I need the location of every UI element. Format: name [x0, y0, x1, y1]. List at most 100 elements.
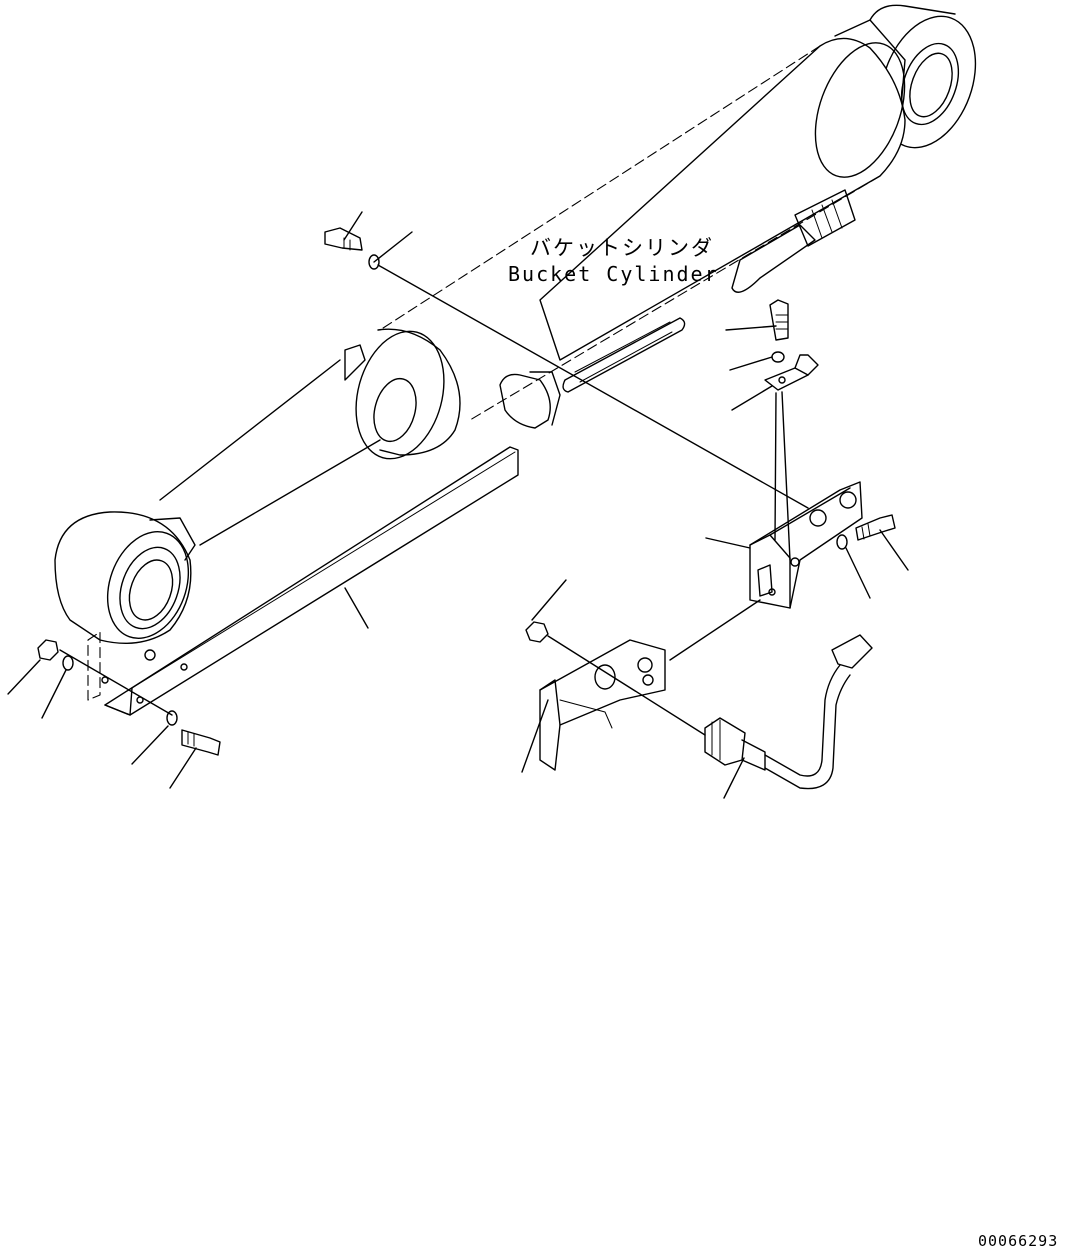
rod-top-edge: [159, 359, 341, 501]
assembly-line: [774, 392, 777, 541]
slot-detail: [574, 321, 671, 373]
leader-line: [723, 757, 745, 799]
bracket-hole: [768, 588, 776, 596]
bracket-nut: [839, 491, 857, 509]
clip-assembly: [764, 299, 819, 391]
sensor-body: [704, 717, 746, 766]
leader-line: [521, 699, 549, 773]
rod-eye: [54, 511, 196, 701]
sensor-tail: [741, 739, 766, 771]
bolt-thread: [861, 526, 865, 540]
sensor-cable: [764, 664, 841, 777]
bracket-slot: [757, 564, 773, 597]
leader-line: [845, 547, 871, 599]
leader-line: [343, 211, 363, 241]
rod-eye-bushing: [128, 559, 174, 621]
leader-line: [7, 659, 41, 695]
leader-line: [879, 529, 909, 571]
elbow-fitting: [499, 373, 551, 429]
clamp-hole: [642, 674, 654, 686]
bracket-hole: [790, 557, 800, 567]
tube-slot: [562, 317, 686, 393]
leader-line: [373, 231, 413, 263]
leader-lines: [7, 211, 909, 799]
guard-plate-fold: [131, 451, 516, 689]
right-fasteners: [836, 514, 896, 550]
guard-plate: [101, 446, 519, 716]
leader-line: [731, 385, 773, 411]
sensor-bracket-edge: [769, 487, 851, 536]
plate-hole: [180, 663, 188, 671]
guard-plate-edge: [104, 687, 133, 716]
clamp-hole: [594, 664, 616, 690]
left-fasteners: [37, 639, 221, 756]
plate-hole: [101, 676, 109, 684]
bolt: [855, 514, 896, 541]
clamp-nut: [637, 657, 653, 673]
sensor-bracket-body: [749, 481, 863, 609]
part-label-japanese: バケットシリンダ: [530, 236, 714, 260]
washer: [368, 254, 380, 270]
sensor-cable-edge: [764, 674, 851, 790]
part-label-english: Bucket Cylinder: [508, 262, 719, 286]
head-eye-bore: [900, 42, 960, 126]
clamp-bracket-fold: [539, 679, 561, 726]
fitting-detail: [821, 204, 833, 233]
elbow-nut: [529, 371, 561, 426]
bracket-nut: [809, 509, 827, 527]
clip-hole: [778, 376, 786, 384]
assembly-line: [59, 649, 173, 716]
leader-line: [169, 747, 197, 789]
washer: [166, 710, 178, 726]
washer: [836, 534, 848, 550]
fitting-detail: [831, 199, 843, 229]
head-eye-bushing: [909, 52, 953, 118]
nut: [37, 639, 59, 661]
top-fasteners: [324, 227, 380, 270]
clamp-bracket: [525, 621, 666, 771]
head-block: [834, 19, 906, 121]
leader-line: [705, 537, 751, 549]
gland-notch: [344, 344, 366, 381]
cylinder-rod: [159, 328, 561, 546]
bolt: [181, 729, 221, 756]
assembly-line: [377, 264, 809, 509]
clip-tab: [794, 354, 819, 376]
fitting-detail: [811, 209, 823, 239]
assembly-lines: [59, 264, 809, 736]
proximity-sensor: [704, 634, 873, 790]
rod-gland: [377, 328, 461, 456]
head-eye-outline: [869, 4, 956, 21]
leader-line: [531, 579, 567, 621]
rod-bottom-edge: [199, 439, 381, 546]
rod-end-circle: [373, 377, 417, 443]
slot-detail: [579, 331, 673, 383]
rod-eye-face: [106, 531, 190, 639]
assembly-line: [669, 599, 761, 661]
sensor-connector: [831, 634, 873, 669]
bucket-cylinder: [379, 4, 977, 421]
sensor-bracket-fold: [749, 534, 791, 609]
rod-eye-body: [54, 511, 192, 645]
bracket-hole: [144, 649, 156, 661]
hose-fitting-nut: [794, 189, 856, 247]
nut: [525, 621, 549, 643]
cylinder-tube-cap: [814, 42, 906, 178]
cylinder-tube-end: [539, 37, 906, 361]
bolt: [769, 299, 789, 341]
assembly-line: [547, 635, 706, 736]
clamp-edge: [559, 699, 613, 729]
clamp-bracket-body: [539, 639, 666, 771]
rod-gland-face: [355, 330, 445, 460]
hidden-bracket: [87, 631, 101, 701]
leader-line: [41, 669, 67, 719]
leader-line: [131, 725, 169, 765]
washer: [771, 351, 785, 363]
sensor-bracket: [749, 481, 863, 609]
leader-line: [729, 356, 773, 371]
rod-eye-neck: [149, 517, 196, 561]
bolt-thread: [867, 523, 871, 537]
tube-hidden-edge-top: [379, 45, 821, 331]
